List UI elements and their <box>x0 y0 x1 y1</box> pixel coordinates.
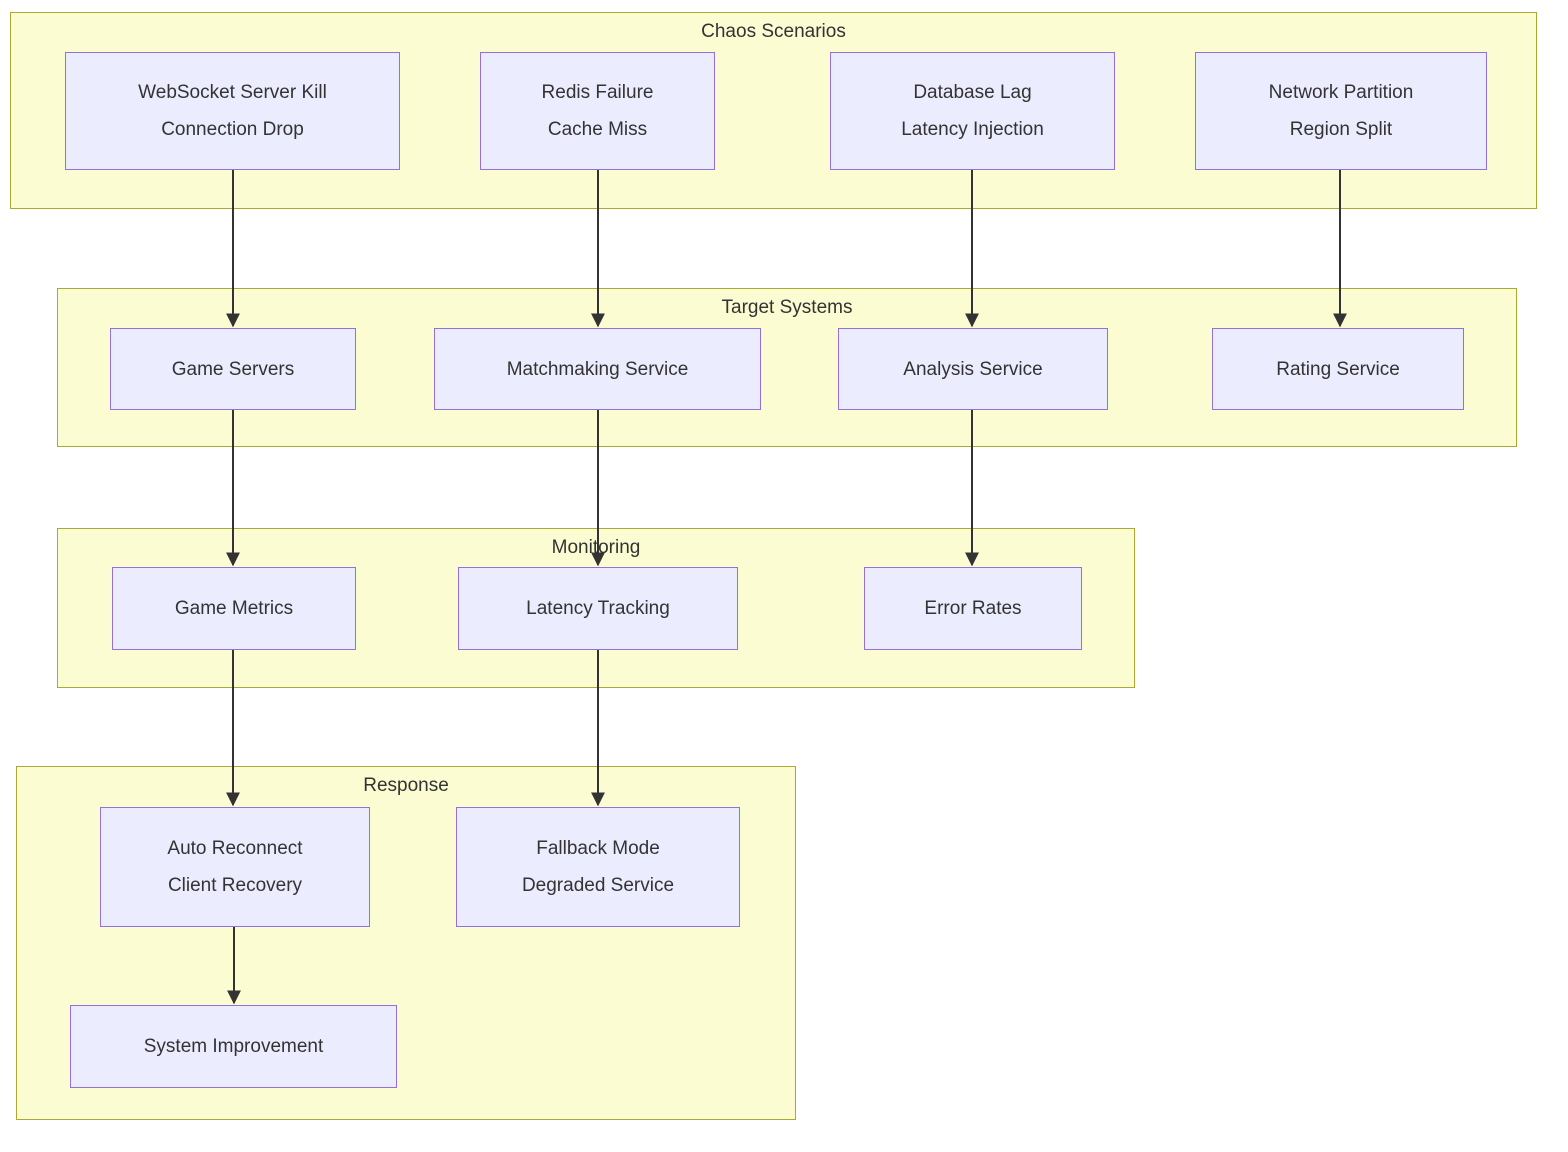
node-network-partition: Network Partition Region Split <box>1195 52 1487 170</box>
node-game-metrics: Game Metrics <box>112 567 356 650</box>
cluster-response-label: Response <box>363 775 449 796</box>
node-error-rates: Error Rates <box>864 567 1082 650</box>
node-label-line: Latency Injection <box>901 119 1044 140</box>
node-game-servers: Game Servers <box>110 328 356 410</box>
node-database-lag: Database Lag Latency Injection <box>830 52 1115 170</box>
node-system-improvement: System Improvement <box>70 1005 397 1088</box>
node-label-line: Degraded Service <box>521 875 675 896</box>
cluster-target-systems-label: Target Systems <box>721 297 853 318</box>
node-label-line: Redis Failure <box>541 82 654 103</box>
node-auto-reconnect: Auto Reconnect Client Recovery <box>100 807 370 927</box>
node-label-line: Fallback Mode <box>536 838 660 859</box>
node-label-line: Network Partition <box>1268 82 1414 103</box>
node-label-line: Region Split <box>1289 119 1393 140</box>
node-fallback-mode: Fallback Mode Degraded Service <box>456 807 740 927</box>
node-label-line: Game Metrics <box>174 598 294 619</box>
node-label-line: Game Servers <box>171 358 295 380</box>
node-label-line: Auto Reconnect <box>167 838 303 859</box>
node-label-line: Database Lag <box>913 82 1032 103</box>
node-analysis-service: Analysis Service <box>838 328 1108 410</box>
node-latency-tracking: Latency Tracking <box>458 567 738 650</box>
node-label-line: System Improvement <box>143 1036 324 1057</box>
node-label-line: Latency Tracking <box>526 598 670 619</box>
node-matchmaking-service: Matchmaking Service <box>434 328 761 410</box>
node-label-line: Rating Service <box>1276 358 1400 380</box>
node-rating-service: Rating Service <box>1212 328 1464 410</box>
node-redis-failure: Redis Failure Cache Miss <box>480 52 715 170</box>
cluster-chaos-scenarios-label: Chaos Scenarios <box>701 21 846 42</box>
node-label-line: Analysis Service <box>903 358 1043 380</box>
node-label-line: WebSocket Server Kill <box>138 82 327 103</box>
node-label-line: Connection Drop <box>161 119 304 140</box>
node-label-line: Error Rates <box>924 598 1022 619</box>
node-websocket-server-kill: WebSocket Server Kill Connection Drop <box>65 52 400 170</box>
node-label-line: Client Recovery <box>167 875 303 896</box>
node-label-line: Cache Miss <box>547 119 648 140</box>
cluster-monitoring-label: Monitoring <box>551 537 641 558</box>
node-label-line: Matchmaking Service <box>506 358 689 380</box>
